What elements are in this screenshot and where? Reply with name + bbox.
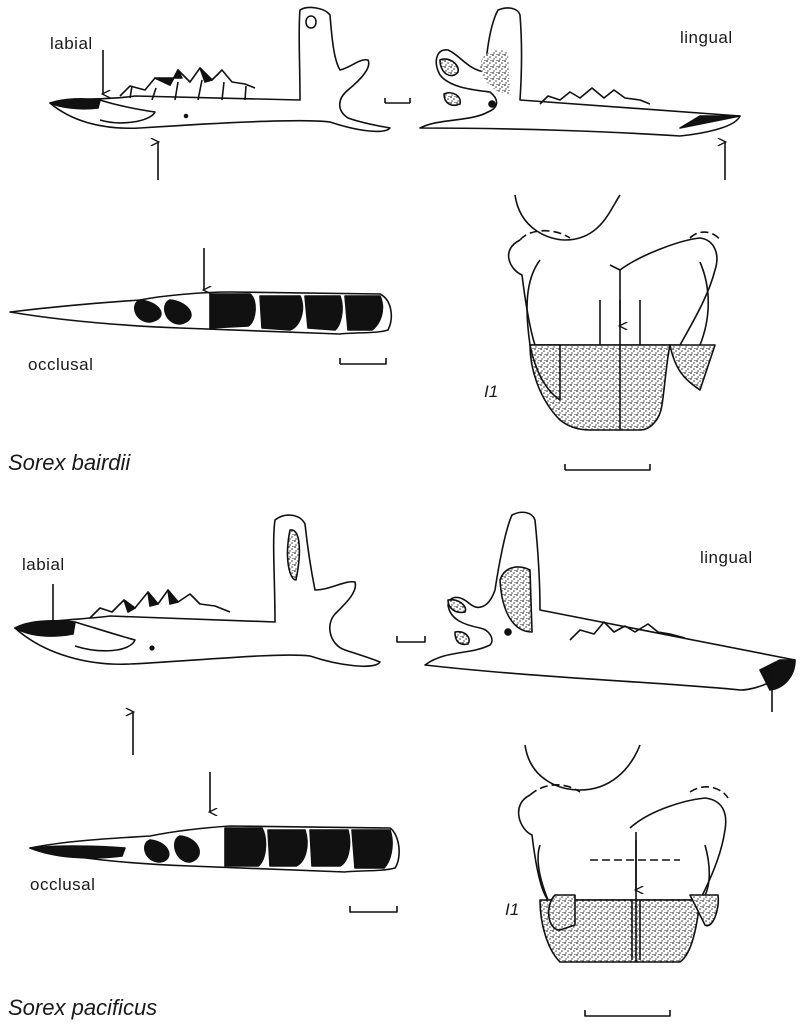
- labial-jaw-2: [15, 515, 380, 666]
- scale-bar-2c: [585, 1010, 670, 1016]
- occlusal-view-2: [30, 826, 399, 872]
- labial-jaw-1: [50, 8, 390, 132]
- lingual-jaw-1: [420, 8, 740, 136]
- scale-bar-1b: [340, 358, 386, 364]
- scale-bar-1c: [565, 464, 650, 470]
- scale-bar-2b: [350, 906, 397, 912]
- incisor-view-2: [519, 745, 728, 962]
- occlusal-view-1: [10, 292, 391, 334]
- incisor-view-1: [509, 195, 720, 430]
- lingual-jaw-2: [425, 512, 795, 690]
- scale-bar-2: [397, 636, 425, 642]
